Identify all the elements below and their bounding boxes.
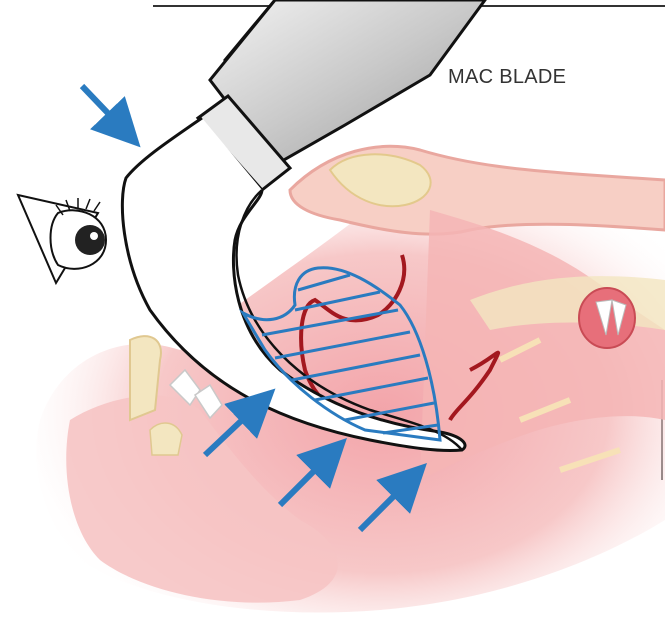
eye-icon xyxy=(18,195,106,283)
mac-blade-label: MAC BLADE xyxy=(448,66,566,89)
pressure-arrow-icon xyxy=(82,86,124,130)
